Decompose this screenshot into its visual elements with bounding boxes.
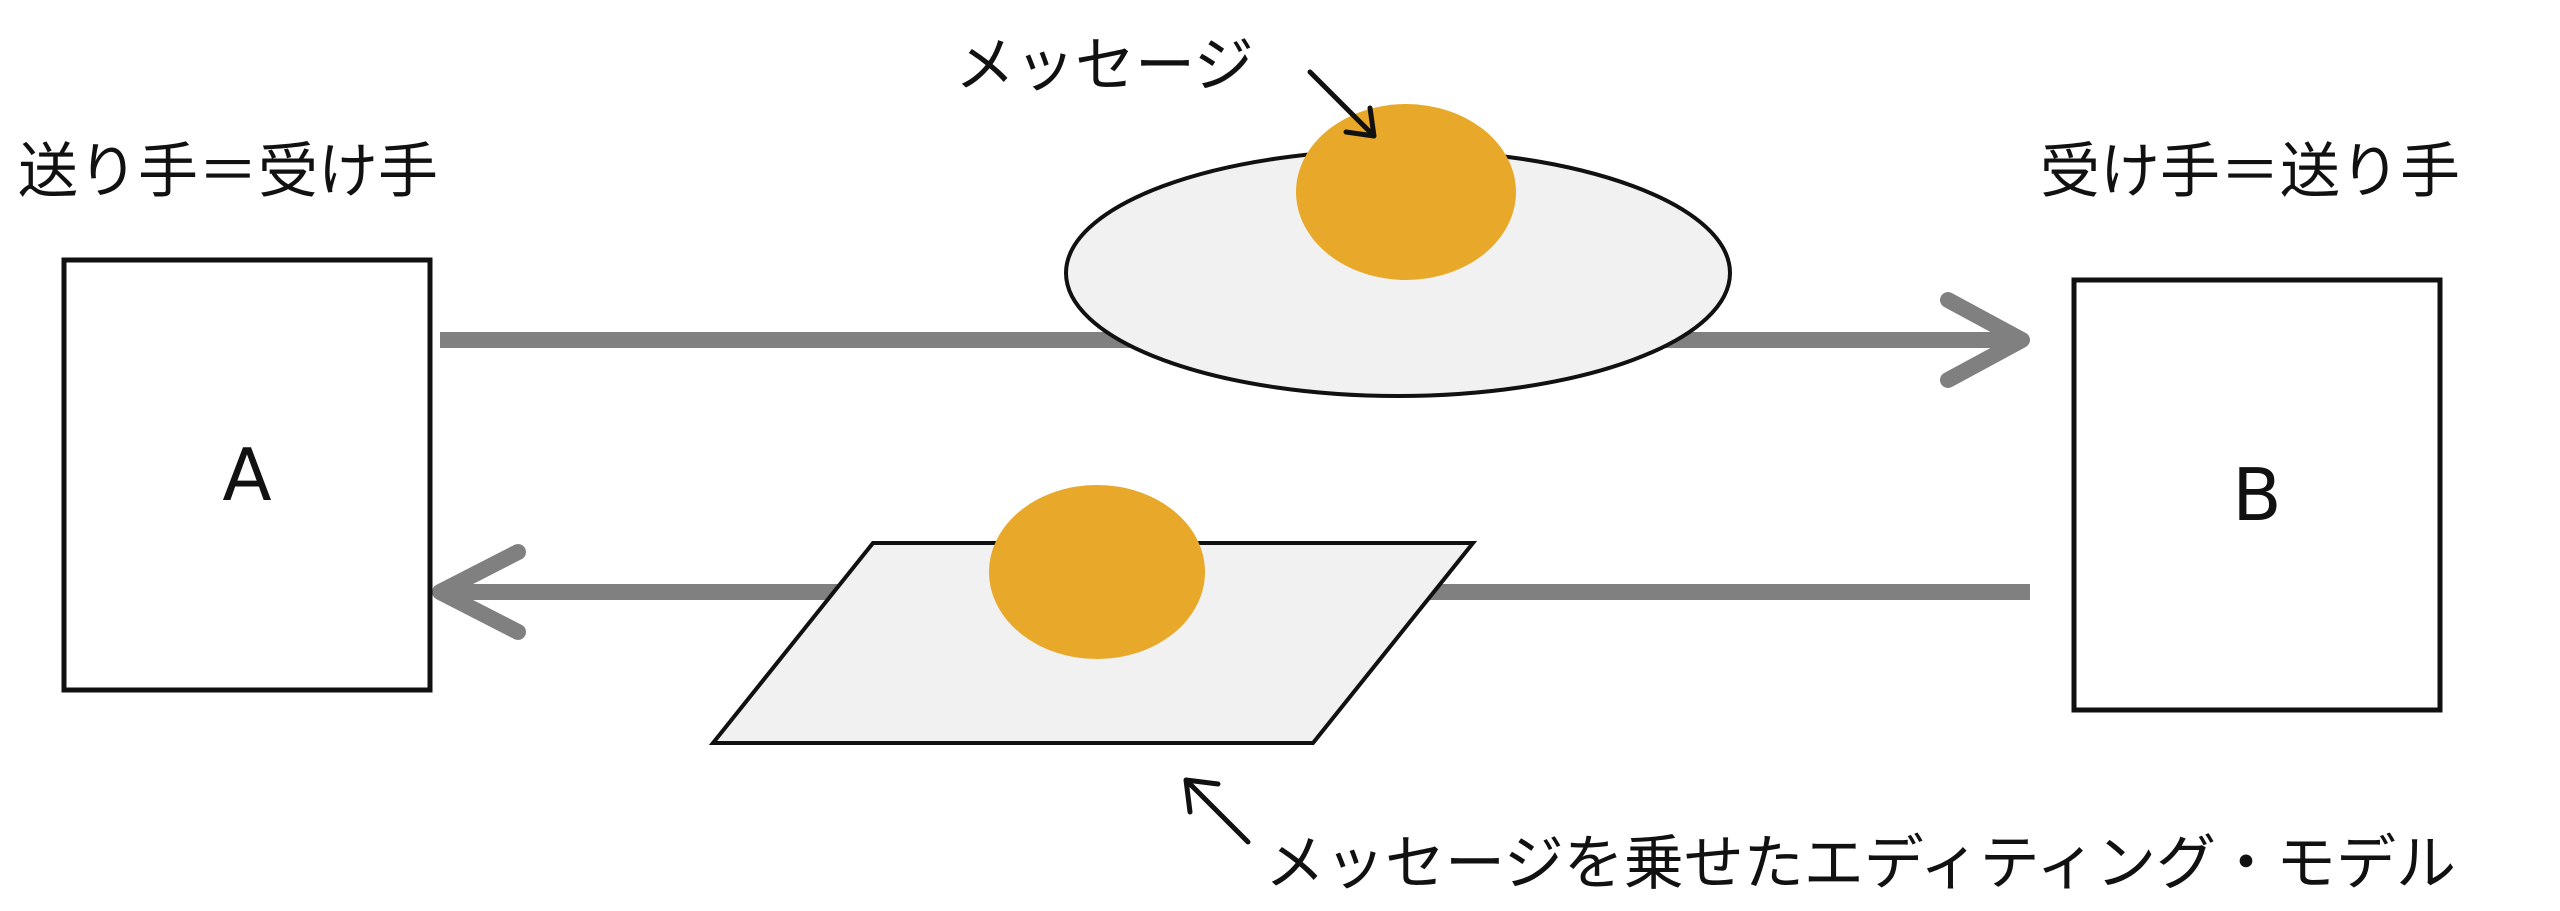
label-receiver-sender-b: 受け手＝送り手: [2040, 137, 2460, 207]
label-message: メッセージ: [955, 31, 1254, 101]
pointer-arrow-message: [1307, 69, 1377, 139]
node-b-label: B: [2232, 453, 2282, 537]
label-sender-receiver-a: 送り手＝受け手: [18, 137, 438, 207]
label-editing-model: メッセージを乗せたエディティング・モデル: [1265, 829, 2456, 899]
box-a: [61, 257, 433, 693]
box-b: [2071, 277, 2443, 713]
message-blob-bottom: [989, 485, 1205, 659]
node-a-label: A: [222, 433, 272, 517]
message-blob-top: [1296, 104, 1516, 280]
pointer-arrow-editing-model: [1183, 777, 1251, 845]
